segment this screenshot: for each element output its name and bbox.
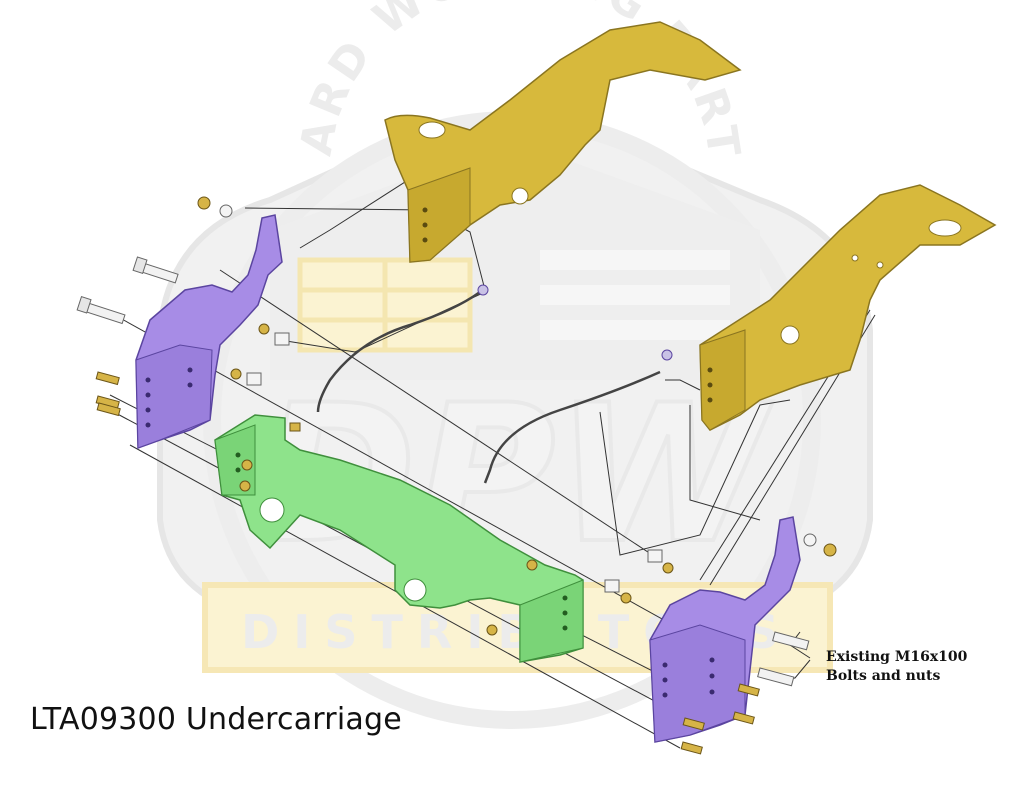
bolt-long-left-2 (76, 296, 126, 325)
left-frame-rail (384, 21, 742, 263)
left-side-bracket (135, 214, 283, 450)
callout-line-1: Existing M16x100 (826, 649, 968, 665)
diagram-caption: LTA09300 Undercarriage (30, 702, 402, 737)
brake-lines (316, 290, 661, 484)
right-frame-rail (699, 184, 997, 431)
bolt-long-right-1 (772, 631, 810, 651)
crossmember (214, 414, 584, 663)
hardware-callout: Existing M16x100 Bolts and nuts (826, 648, 967, 686)
right-side-bracket (649, 516, 801, 743)
bolt-long-right-2 (757, 667, 795, 687)
bolt-long-left-1 (132, 256, 179, 284)
callout-line-2: Bolts and nuts (826, 668, 941, 684)
hardware (76, 196, 837, 755)
